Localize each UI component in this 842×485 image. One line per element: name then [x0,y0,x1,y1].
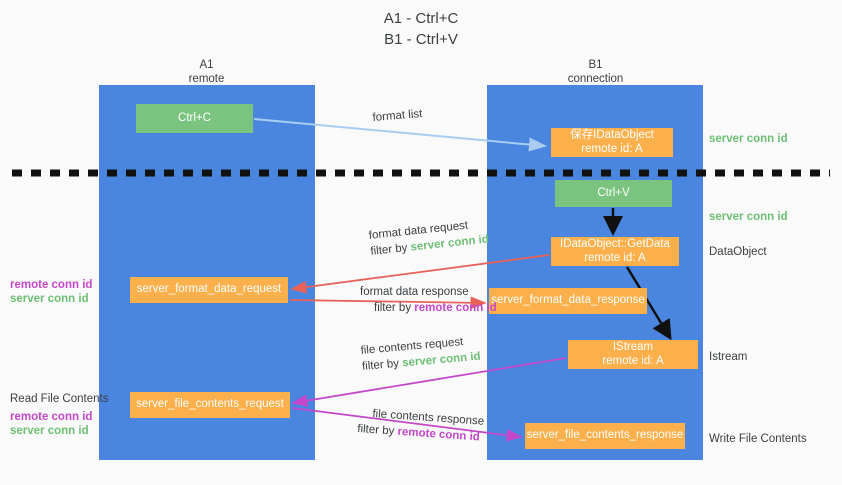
annotation-read-file-contents: Read File Contents [10,393,109,405]
column-header-b1-sub: connection [567,73,624,85]
box-ctrl-c[interactable]: Ctrl+C [136,104,253,133]
edge-label-format-list: format list [372,106,423,126]
edge-label-file-contents-response: file contents response filter by remote … [357,406,485,446]
box-ctrl-v-label: Ctrl+V [597,186,630,199]
filter-value-remote-conn-id: remote conn id [414,302,497,314]
annotation-server-conn-id-mid: server conn id [709,211,788,223]
box-idataobject-getdata[interactable]: IDataObject::GetData remote id: A [551,237,679,266]
column-header-a1-name: A1 [199,59,214,71]
column-header-b1: B1 connection [518,58,673,86]
box-server-format-data-request-label: server_format_data_request [136,283,282,296]
filter-value-remote-conn-id: remote conn id [397,425,481,444]
edge-label-format-data-response-text: format data response [360,286,469,298]
annotation-write-file-contents: Write File Contents [709,433,807,445]
column-header-b1-name: B1 [588,59,603,71]
box-server-file-contents-request[interactable]: server_file_contents_request [130,392,290,418]
box-server-format-data-request[interactable]: server_format_data_request [130,277,288,303]
edge-label-file-contents-request: file contents request filter by server c… [360,333,481,375]
annotation-conn-ids-upper: remote conn id server conn id [10,278,92,306]
box-idataobject-getdata-line1: IDataObject::GetData [560,238,670,250]
edge-label-format-data-request: format data request filter by server con… [368,216,490,260]
annotation-server-conn-id-1: server conn id [10,293,89,305]
annotation-remote-conn-id-1: remote conn id [10,279,93,291]
filter-prefix: filter by [361,357,403,373]
edge-label-format-data-response-filter: filter by remote conn id [374,300,497,316]
annotation-server-conn-id-2: server conn id [10,425,89,437]
box-istream-line2: remote id: A [602,354,664,367]
box-istream[interactable]: IStream remote id: A [568,340,698,369]
box-save-idataobject-line2: remote id: A [581,142,643,155]
filter-prefix: filter by [374,302,415,314]
edge-label-format-data-response: format data response filter by remote co… [360,284,497,316]
annotation-istream: Istream [709,351,748,363]
filter-prefix: filter by [356,422,398,438]
edge-label-format-list-text: format list [372,108,423,124]
box-ctrl-v[interactable]: Ctrl+V [555,180,672,207]
box-server-format-data-response-label: server_format_data_response [491,294,645,307]
box-save-idataobject[interactable]: 保存IDataObject remote id: A [551,128,673,157]
box-server-file-contents-response-label: server_file_contents_response [526,429,684,442]
annotation-conn-ids-lower: remote conn id server conn id [10,410,92,438]
box-server-file-contents-request-label: server_file_contents_request [136,398,284,411]
annotation-dataobject: DataObject [709,246,767,258]
box-server-file-contents-response[interactable]: server_file_contents_response [525,423,685,449]
box-idataobject-getdata-line2: remote id: A [584,251,646,264]
page-title: A1 - Ctrl+C B1 - Ctrl+V [0,8,842,50]
filter-prefix: filter by [369,241,412,258]
annotation-server-conn-id-top: server conn id [709,133,788,145]
box-ctrl-c-label: Ctrl+C [178,111,211,124]
filter-value-server-conn-id: server conn id [401,350,482,370]
box-save-idataobject-line1: 保存IDataObject [570,129,654,141]
box-istream-line1: IStream [612,341,654,353]
column-header-a1: A1 remote [129,58,284,86]
title-line-2: B1 - Ctrl+V [384,31,458,48]
box-server-format-data-response[interactable]: server_format_data_response [489,288,647,314]
column-header-a1-sub: remote [188,73,225,85]
title-line-1: A1 - Ctrl+C [383,10,459,27]
annotation-remote-conn-id-2: remote conn id [10,411,93,423]
